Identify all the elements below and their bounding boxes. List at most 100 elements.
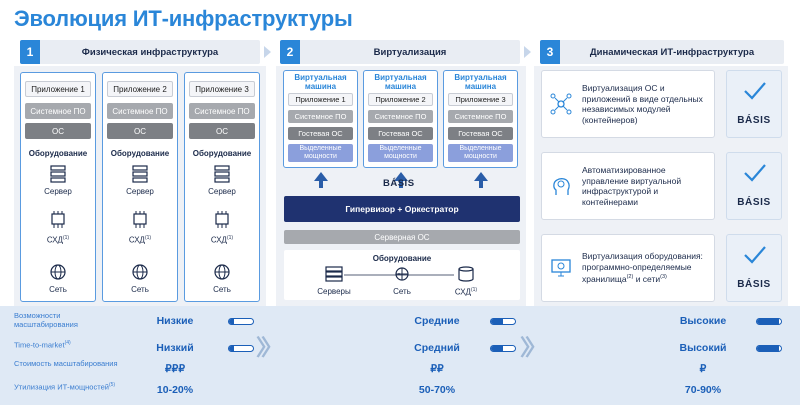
metrics-band bbox=[0, 306, 800, 405]
page-title: Эволюция ИТ-инфраструктуры bbox=[14, 6, 353, 31]
basis-logo: BÁSIS bbox=[737, 115, 771, 126]
metric-value: Средние bbox=[414, 315, 460, 327]
arrow-up-icon bbox=[314, 172, 328, 181]
checkmark-icon bbox=[744, 164, 766, 182]
level-bar-fill bbox=[491, 319, 503, 324]
server-icon bbox=[214, 165, 230, 183]
column-header-physical: 1 Физическая инфраструктура bbox=[20, 40, 260, 64]
dedicated-resources-label: Выделенные мощности bbox=[288, 144, 353, 162]
arrow-up-icon bbox=[479, 180, 483, 188]
basis-logo: BÁSIS bbox=[737, 197, 771, 208]
network-icon bbox=[132, 264, 148, 280]
level-bar bbox=[490, 318, 516, 325]
metric-value: Высокий bbox=[679, 342, 727, 354]
hypervisor-bar: Гипервизор + Оркестратор bbox=[284, 196, 520, 222]
server-os-bar: Серверная ОС bbox=[284, 230, 520, 244]
metric-label: Time-to-market(4) bbox=[14, 340, 71, 350]
metric-value: Низкие bbox=[156, 315, 194, 327]
basis-badge: BÁSIS bbox=[726, 70, 782, 138]
level-bar-fill bbox=[229, 319, 234, 324]
net-label: Сеть bbox=[393, 287, 411, 296]
vm-title: Виртуальная машина bbox=[454, 73, 507, 91]
hardware-label: Оборудование bbox=[192, 149, 252, 158]
arrow-up-icon bbox=[474, 172, 488, 181]
app-label: Приложение 2 bbox=[107, 81, 173, 97]
metric-value: Средний bbox=[414, 342, 460, 354]
metric-value: ₽₽ bbox=[430, 363, 444, 375]
column-header-virtualization: 2 Виртуализация bbox=[280, 40, 520, 64]
dedicated-resources-label: Выделенные мощности bbox=[448, 144, 513, 162]
system-sw-label: Системное ПО bbox=[288, 110, 353, 123]
brain-gear-icon bbox=[553, 178, 570, 195]
network-icon bbox=[50, 264, 66, 280]
hardware-label: Оборудование bbox=[372, 254, 432, 263]
metric-value: ₽ bbox=[699, 363, 707, 375]
app-label: Приложение 3 bbox=[448, 93, 513, 106]
arrow-right-icon bbox=[264, 46, 271, 58]
hardware-label: Оборудование bbox=[28, 149, 88, 158]
dynamic-card: Виртуализация оборудования: программно-о… bbox=[541, 234, 715, 302]
level-bar bbox=[228, 318, 254, 325]
servers-label: Серверы bbox=[317, 287, 351, 296]
metric-label: Утилизация ИТ-мощностей(5) bbox=[14, 382, 116, 392]
net-label: Сеть bbox=[49, 285, 67, 294]
storage-icon bbox=[458, 266, 474, 282]
net-label: Сеть bbox=[213, 285, 231, 294]
vm-title: Виртуальная машина bbox=[294, 73, 347, 91]
storage-label: СХД(1) bbox=[128, 235, 152, 245]
network-icon bbox=[395, 267, 409, 281]
level-bar bbox=[490, 345, 516, 352]
storage-chip-icon bbox=[133, 211, 147, 228]
metric-label: Возможности масштабирования bbox=[14, 311, 78, 329]
metric-value: 50-70% bbox=[418, 384, 456, 396]
column-header-dynamic: 3 Динамическая ИТ-инфраструктура bbox=[540, 40, 784, 64]
basis-logo: BÁSIS bbox=[737, 279, 771, 290]
app-label: Приложение 1 bbox=[288, 93, 353, 106]
level-bar bbox=[228, 345, 254, 352]
level-bar-fill bbox=[491, 346, 503, 351]
server-label: Сервер bbox=[44, 187, 72, 196]
level-bar bbox=[756, 345, 782, 352]
column-label: Физическая инфраструктура bbox=[81, 46, 219, 58]
chevron-right-icon: 〉〉 bbox=[520, 335, 547, 360]
system-sw-label: Системное ПО bbox=[107, 103, 173, 119]
basis-logo: BÁSIS bbox=[383, 178, 415, 189]
step-number: 2 bbox=[280, 40, 300, 64]
basis-badge: BÁSIS bbox=[726, 234, 782, 302]
storage-label: СХД(1) bbox=[46, 235, 70, 245]
storage-chip-icon bbox=[51, 211, 65, 228]
checkmark-icon bbox=[744, 246, 766, 264]
arrow-right-icon bbox=[524, 46, 531, 58]
arrow-up-icon bbox=[394, 172, 408, 181]
dynamic-card: Автоматизированное управление виртуально… bbox=[541, 152, 715, 220]
arrow-up-icon bbox=[399, 180, 403, 188]
level-bar bbox=[756, 318, 782, 325]
level-bar-fill bbox=[229, 346, 234, 351]
storage-label: СХД(1) bbox=[210, 235, 234, 245]
network-icon bbox=[214, 264, 230, 280]
network-lines bbox=[344, 273, 454, 276]
chevron-right-icon: 〉〉 bbox=[256, 335, 283, 360]
dynamic-card-text: Автоматизированное управление виртуально… bbox=[582, 165, 682, 207]
system-sw-label: Системное ПО bbox=[25, 103, 91, 119]
virtual-hardware-box: Оборудование Серверы Сеть СХД(1) bbox=[284, 250, 520, 300]
server-icon bbox=[50, 165, 66, 183]
vm-title: Виртуальная машина bbox=[374, 73, 427, 91]
step-number: 3 bbox=[540, 40, 560, 64]
level-bar-fill bbox=[757, 346, 779, 351]
column-label: Виртуализация bbox=[373, 46, 447, 58]
metric-value: 70-90% bbox=[684, 384, 722, 396]
guest-os-label: Гостевая ОС bbox=[288, 127, 353, 140]
hardware-label: Оборудование bbox=[110, 149, 170, 158]
metric-value: Низкий bbox=[156, 342, 194, 354]
app-label: Приложение 2 bbox=[368, 93, 433, 106]
dynamic-card: Виртуализация ОС и приложений в виде отд… bbox=[541, 70, 715, 138]
server-icon bbox=[325, 266, 343, 282]
net-label: Сеть bbox=[131, 285, 149, 294]
os-label: ОС bbox=[107, 123, 173, 139]
